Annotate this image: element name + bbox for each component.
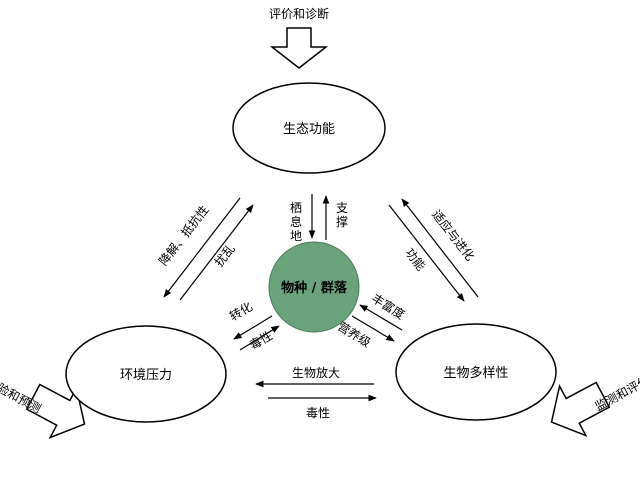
arrow-transform bbox=[233, 315, 273, 340]
node-species-community-label: 物种 / 群落 bbox=[281, 280, 348, 296]
label-toxicity-bottom: 毒性 bbox=[306, 406, 330, 420]
label-habitat-1: 栖 bbox=[290, 200, 302, 215]
node-env-pressure: 环境压力 bbox=[65, 325, 227, 423]
label-richness: 丰富度 bbox=[369, 290, 407, 322]
arrow-function bbox=[388, 204, 465, 302]
center-circle bbox=[268, 241, 360, 333]
node-eco-function-label: 生态功能 bbox=[283, 122, 335, 137]
label-transform: 转化 bbox=[227, 299, 255, 324]
edge-center-top: 栖 息 地 支 撑 bbox=[290, 194, 348, 243]
label-support-2: 撑 bbox=[336, 214, 348, 229]
edge-bottom: 生物放大 毒性 bbox=[255, 365, 377, 420]
top-big-arrow: 评价和诊断 bbox=[269, 6, 329, 69]
label-biomagnification: 生物放大 bbox=[292, 365, 340, 380]
edge-right-top: 适应与进化 功能 bbox=[388, 198, 479, 302]
edge-center-left: 转化 毒性 bbox=[227, 299, 280, 353]
node-biodiversity: 生物多样性 bbox=[395, 323, 557, 421]
arrow-adaptation bbox=[401, 198, 479, 298]
label-toxicity-center: 毒性 bbox=[247, 328, 275, 352]
node-eco-function: 生态功能 bbox=[232, 82, 386, 174]
top-arrow-label: 评价和诊断 bbox=[269, 6, 329, 21]
label-disturb: 扰乱 bbox=[212, 242, 238, 270]
label-trophic: 营养级 bbox=[335, 318, 373, 350]
arrow-toxicity-center bbox=[239, 325, 280, 351]
label-habitat-2: 息 bbox=[290, 214, 302, 229]
label-adaptation: 适应与进化 bbox=[429, 207, 478, 264]
node-species-community: 物种 / 群落 bbox=[268, 241, 360, 333]
edge-left-top: 降解、抵抗性 扰乱 bbox=[155, 197, 254, 301]
label-degradation: 降解、抵抗性 bbox=[155, 202, 211, 268]
node-env-pressure-label: 环境压力 bbox=[120, 368, 172, 383]
arrow-degradation bbox=[163, 197, 241, 298]
arrow-disturb bbox=[179, 204, 254, 301]
label-support-1: 支 bbox=[336, 201, 348, 215]
arrow-richness bbox=[359, 304, 403, 331]
arrow-trophic bbox=[351, 315, 395, 342]
label-habitat-3: 地 bbox=[290, 229, 302, 243]
node-biodiversity-label: 生物多样性 bbox=[443, 365, 508, 381]
